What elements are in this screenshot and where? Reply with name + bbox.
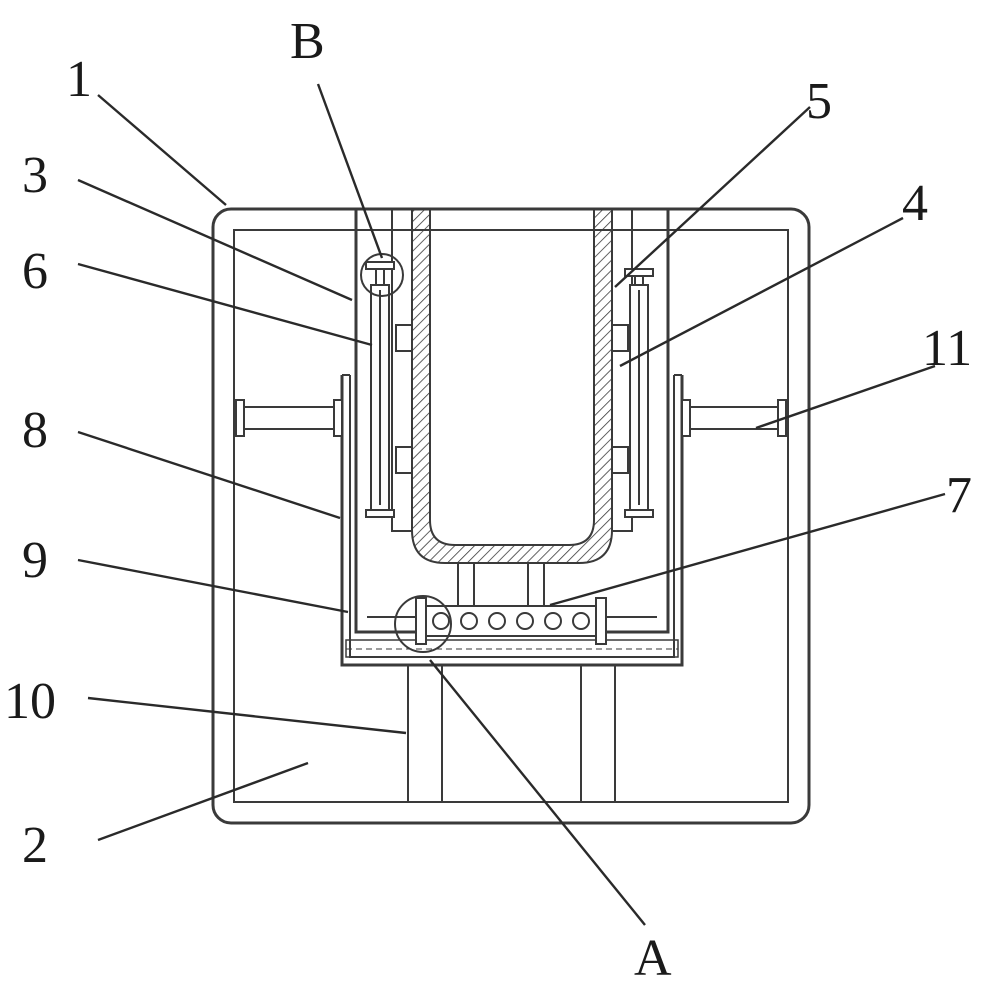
leader-4 [619, 216, 904, 368]
part-labels: 1 3 6 8 9 10 2 B 5 4 11 7 A [4, 13, 972, 985]
label-2: 2 [22, 817, 48, 874]
leader-11 [755, 364, 936, 430]
leader-A [429, 659, 646, 926]
leader-B [316, 83, 384, 259]
leader-7 [549, 492, 946, 607]
leader-2 [97, 761, 309, 842]
label-1: 1 [66, 51, 92, 108]
support-legs [407, 664, 616, 803]
leader-5 [614, 106, 811, 288]
leader-10 [87, 696, 407, 735]
leader-lines [77, 83, 946, 926]
label-5: 5 [806, 73, 832, 130]
outer-frame [211, 207, 811, 825]
label-A: A [634, 930, 672, 985]
outer-tank [340, 374, 684, 667]
leader-6 [77, 262, 373, 347]
cup-posts [457, 562, 545, 607]
leader-3 [77, 178, 353, 302]
leader-9 [77, 558, 349, 614]
label-8: 8 [22, 402, 48, 459]
leader-1 [97, 94, 227, 206]
roller-bar [415, 597, 607, 645]
label-7: 7 [946, 467, 972, 524]
inner-cup [411, 208, 613, 564]
label-11: 11 [922, 320, 972, 377]
detail-circles [360, 253, 452, 653]
label-B: B [290, 13, 325, 70]
side-rods [235, 399, 787, 437]
label-6: 6 [22, 243, 48, 300]
vertical-sliders [365, 261, 654, 518]
label-4: 4 [902, 175, 928, 232]
leader-8 [77, 430, 341, 520]
label-10: 10 [4, 673, 56, 730]
label-9: 9 [22, 532, 48, 589]
label-3: 3 [22, 147, 48, 204]
